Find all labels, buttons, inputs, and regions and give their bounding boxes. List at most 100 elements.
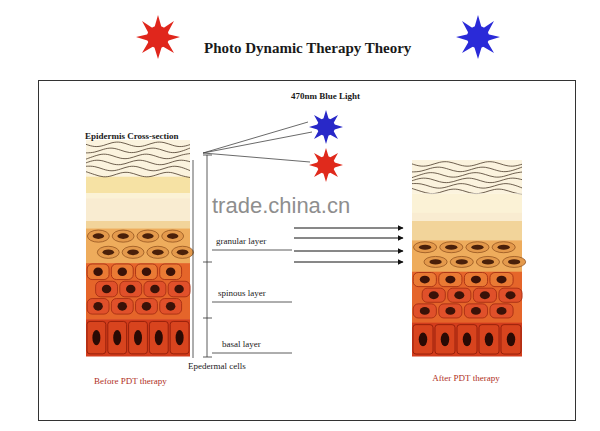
cell-nucleus — [127, 250, 139, 256]
spinous-cell — [439, 304, 462, 318]
cell-nucleus — [152, 250, 164, 256]
cell-nucleus — [103, 250, 115, 256]
cell-nucleus — [485, 332, 493, 346]
spinous-cell — [448, 288, 471, 302]
granular-cell — [466, 242, 489, 253]
cell-nucleus — [117, 233, 129, 239]
basal-cell — [501, 325, 521, 354]
sun-rays — [136, 15, 180, 59]
sun-rays — [456, 15, 500, 59]
cell-nucleus — [118, 267, 127, 276]
granular-cell — [87, 230, 109, 242]
blue-light-source — [309, 110, 343, 144]
spinous-cell — [87, 264, 109, 280]
cell-nucleus — [419, 245, 431, 250]
cell-nucleus — [118, 302, 127, 311]
cell-nucleus — [126, 285, 135, 294]
granular-band — [412, 240, 522, 272]
bracket-tick — [203, 318, 212, 319]
part-label: 470nm Blue Light — [291, 91, 360, 101]
sun-disc — [317, 118, 335, 136]
corneum-line — [412, 172, 522, 178]
granular-cell — [414, 242, 437, 253]
granular-cell — [424, 256, 447, 267]
cell-nucleus — [155, 330, 163, 345]
leader-line — [193, 160, 194, 358]
spinous-cell — [413, 273, 436, 287]
part-label: basal layer — [222, 339, 261, 349]
cell-nucleus — [429, 291, 439, 299]
sun-rays — [309, 110, 343, 144]
spinous-cell — [160, 264, 182, 280]
cell-nucleus — [507, 332, 515, 346]
blue-sun-icon — [456, 15, 500, 59]
cell-nucleus — [177, 250, 189, 256]
skin-after — [412, 160, 526, 357]
cell-nucleus — [498, 245, 510, 250]
cell-nucleus — [429, 259, 441, 264]
granular-cell — [172, 246, 194, 258]
light-rays — [203, 122, 312, 162]
frame — [39, 81, 576, 421]
cell-nucleus — [441, 332, 449, 346]
ray-line — [203, 122, 308, 153]
spinous-cell — [136, 264, 158, 280]
watermark: trade.china.cn — [212, 193, 350, 219]
spinous-band — [412, 272, 522, 323]
spinous-cell — [87, 299, 109, 315]
basal-band — [86, 319, 190, 356]
sun-disc — [317, 156, 335, 174]
basal-cell — [413, 325, 433, 354]
bracket-tick — [203, 262, 212, 263]
granular-cell — [147, 246, 169, 258]
spinous-cell — [120, 281, 142, 297]
spinous-cell — [490, 304, 513, 318]
illustration-panel: Before PDT therapy — [82, 128, 292, 391]
cell-nucleus — [454, 291, 464, 299]
corneum-line — [86, 154, 190, 160]
process-arrow — [294, 238, 403, 239]
cell-nucleus — [471, 307, 481, 315]
cell-nucleus — [497, 307, 507, 315]
cell-nucleus — [142, 233, 154, 239]
cell-nucleus — [497, 276, 507, 284]
ray-line — [203, 153, 310, 162]
cell-nucleus — [174, 285, 183, 294]
cell-nucleus — [142, 302, 151, 311]
corneum-line — [86, 142, 190, 147]
cell-nucleus — [167, 233, 179, 239]
cell-nucleus — [505, 291, 515, 299]
corneum-line — [86, 160, 190, 165]
panel-caption: After PDT therapy — [432, 374, 499, 384]
spinous-cell — [473, 288, 496, 302]
cell-nucleus — [419, 332, 427, 346]
spinous-band — [86, 263, 190, 320]
spinous-cell — [144, 281, 166, 297]
part-label: Epedermal cells — [188, 361, 246, 371]
stratum-corneum — [86, 140, 190, 177]
process-arrow — [294, 228, 403, 229]
corneum-line — [86, 148, 190, 153]
basal-cell — [457, 325, 477, 354]
cell-nucleus — [471, 245, 483, 250]
spinous-cell — [136, 299, 158, 315]
basal-cell — [149, 321, 168, 353]
bracket-tick — [203, 155, 212, 156]
label-underline — [212, 353, 292, 354]
label-underline — [212, 302, 292, 303]
panel-caption: Before PDT therapy — [94, 377, 167, 387]
spinous-cell — [111, 299, 133, 315]
cell-nucleus — [508, 259, 520, 264]
spinous-cell — [160, 299, 182, 315]
sun-disc — [147, 26, 169, 48]
corneum-line — [412, 178, 522, 183]
part-label: granular layer — [216, 236, 266, 246]
cell-nucleus — [142, 267, 151, 276]
cell-nucleus — [150, 285, 159, 294]
cell-nucleus — [93, 302, 102, 311]
cell-nucleus — [445, 307, 455, 315]
granular-cell — [492, 242, 515, 253]
corneum-line — [86, 172, 190, 178]
basal-cell — [479, 325, 499, 354]
part-label: Epidermis Cross-section — [85, 131, 179, 141]
